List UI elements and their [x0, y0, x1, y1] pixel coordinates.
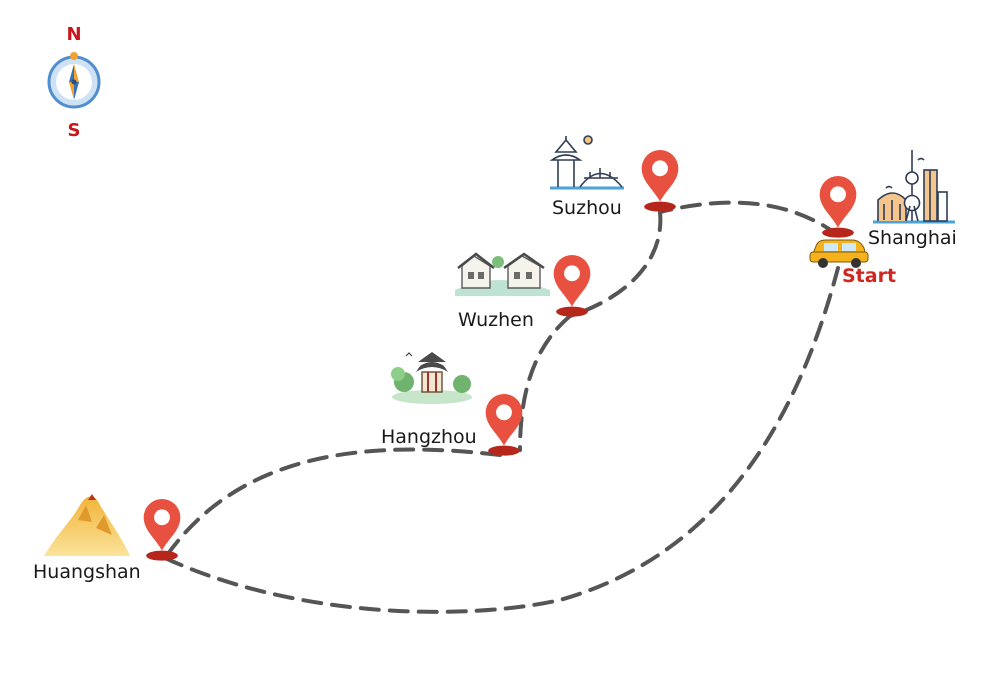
route-segment-wuzhen-hangzhou	[518, 314, 572, 452]
city-label-shanghai: Shanghai	[868, 227, 957, 249]
route-segment-hangzhou-huangshan	[163, 447, 502, 560]
start-label: Start	[842, 265, 896, 287]
city-label-wuzhen: Wuzhen	[458, 309, 534, 331]
route-path	[163, 200, 840, 614]
pin-hangzhou[interactable]	[485, 394, 523, 456]
city-label-huangshan: Huangshan	[33, 561, 141, 583]
route-segment-huangshan-shanghai	[163, 266, 840, 614]
pin-wuzhen[interactable]	[553, 255, 591, 317]
taxi-car-icon	[809, 239, 869, 268]
route-segment-shanghai-suzhou	[658, 200, 840, 237]
wuzhen-water-town-icon	[455, 252, 550, 296]
shanghai-skyline-icon	[873, 150, 955, 224]
compass: N S	[47, 24, 101, 141]
suzhou-pavilion-bridge-icon	[549, 135, 624, 190]
hangzhou-pavilion-icon	[391, 352, 472, 404]
compass-north-label: N	[66, 24, 81, 45]
city-label-hangzhou: Hangzhou	[381, 426, 477, 448]
huangshan-mountain-icon	[44, 494, 130, 556]
compass-south-label: S	[68, 120, 81, 141]
compass-icon	[47, 52, 101, 109]
pin-huangshan[interactable]	[143, 499, 181, 561]
route-segment-suzhou-wuzhen	[568, 210, 663, 318]
city-label-suzhou: Suzhou	[552, 197, 622, 219]
pin-suzhou[interactable]	[641, 150, 679, 212]
